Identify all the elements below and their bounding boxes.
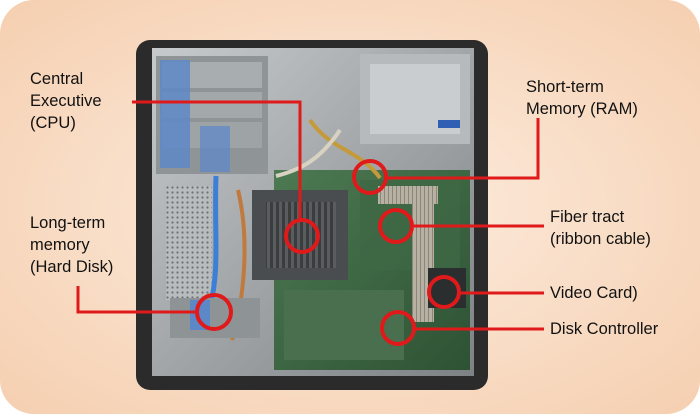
callout-cpu [132, 100, 320, 254]
label-ram: Short-term Memory (RAM) [526, 78, 638, 118]
blue-drive-rail [160, 60, 190, 168]
callout-video [427, 275, 544, 309]
label-fiber: Fiber tract (ribbon cable) [550, 208, 651, 248]
label-video: Video Card) [550, 284, 638, 302]
hard-disk-bracket [170, 298, 260, 338]
vent-mesh [166, 186, 212, 300]
callout-fiber [378, 208, 544, 244]
label-disk: Disk Controller [550, 320, 659, 338]
callout-hdd [76, 286, 233, 331]
callout-ram [352, 118, 540, 195]
label-cpu: Central Executive (CPU) [30, 70, 102, 132]
label-hdd: Long-term memory (Hard Disk) [30, 214, 114, 276]
callout-disk [380, 310, 544, 346]
